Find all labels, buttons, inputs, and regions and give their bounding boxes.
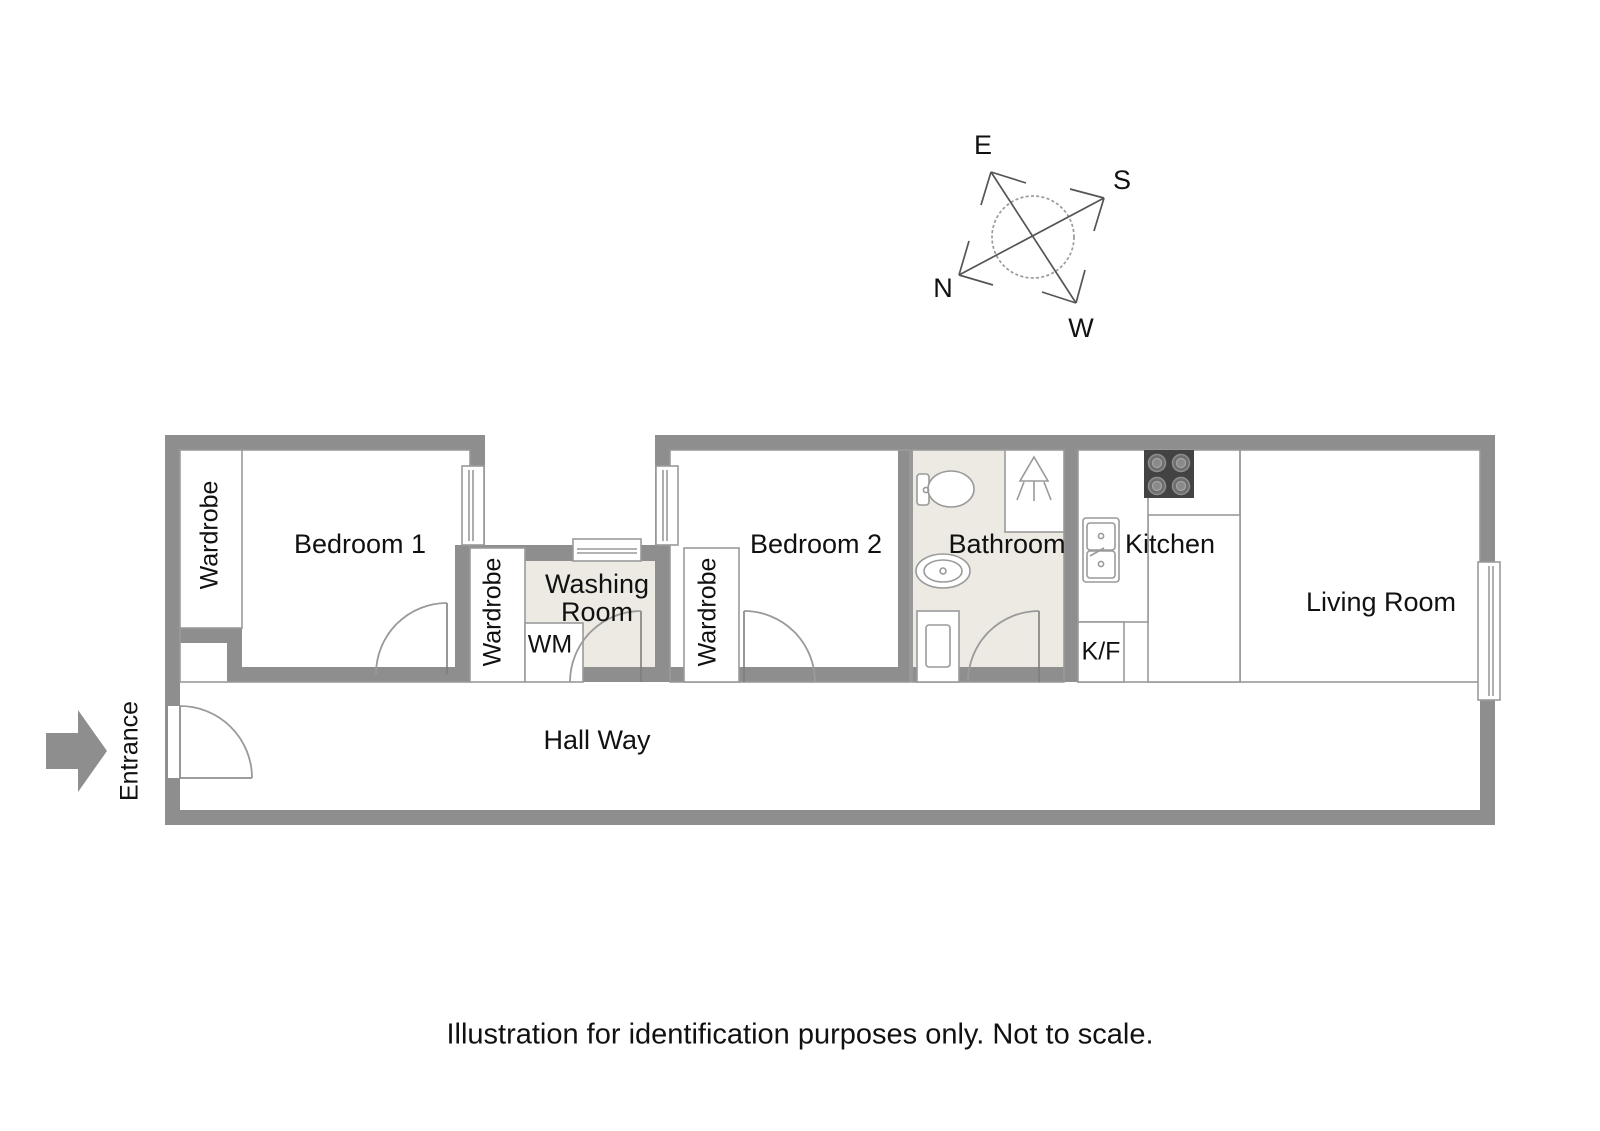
compass-barb-e-2 xyxy=(990,171,1027,184)
compass-circle xyxy=(991,195,1075,279)
room-label-washing-room-line1: Washing xyxy=(545,569,649,599)
bath-tub-icon xyxy=(916,610,960,683)
plan-caption: Illustration for identification purposes… xyxy=(446,1019,1153,1051)
living-room-floor xyxy=(1240,450,1480,682)
compass-label-s: S xyxy=(1113,165,1131,195)
fixture-label-wardrobe-bedroom-2: Wardrobe xyxy=(694,558,722,667)
compass-barb-e-1 xyxy=(980,171,992,206)
room-label-kitchen: Kitchen xyxy=(1125,529,1215,559)
cooker-hob-icon xyxy=(1144,450,1194,498)
fixture-label-kitchen-fridge: K/F xyxy=(1082,638,1121,666)
kitchen-fridge-box xyxy=(1077,621,1125,683)
entrance-arrow xyxy=(46,710,107,792)
compass-label-e: E xyxy=(974,130,992,160)
compass-barb-n-2 xyxy=(958,274,994,286)
wardrobe-washing-left-box xyxy=(469,547,526,683)
compass-rose: E S N W xyxy=(933,130,1131,343)
toilet-icon xyxy=(916,470,975,508)
compass-barb-s-1 xyxy=(1093,197,1105,232)
entrance-marker: Entrance xyxy=(46,701,144,801)
kitchen-sink-icon xyxy=(1082,517,1120,583)
room-label-bedroom-2: Bedroom 2 xyxy=(750,529,882,559)
fixture-label-washing-machine: WM xyxy=(528,631,572,659)
window-bedroom-2 xyxy=(655,465,679,546)
window-living-room xyxy=(1477,561,1501,701)
door-bedroom-2[interactable] xyxy=(743,610,816,683)
hall-way-floor xyxy=(180,682,1480,810)
compass-label-n: N xyxy=(933,273,953,303)
partition-bedroom1-washing xyxy=(455,545,470,682)
room-label-hall-way: Hall Way xyxy=(543,725,651,755)
door-bathroom[interactable] xyxy=(967,610,1040,683)
bathroom-outline xyxy=(911,449,1065,683)
shower-head-icon xyxy=(1016,455,1052,501)
apartment-outline: Bedroom 1 Washing Room Bedroom 2 Bathroo… xyxy=(165,435,1501,825)
washing-machine-box xyxy=(524,622,584,683)
kitchen-worktop-right xyxy=(1147,514,1241,683)
door-bedroom-1[interactable] xyxy=(375,602,448,675)
room-label-bedroom-1: Bedroom 1 xyxy=(294,529,426,559)
window-washing-room xyxy=(572,538,642,562)
hall-nook-floor xyxy=(180,643,227,682)
compass-barb-s-2 xyxy=(1069,188,1105,199)
compass-label-w: W xyxy=(1068,313,1094,343)
room-label-living-room: Living Room xyxy=(1306,587,1456,617)
fixture-label-wardrobe-washing-left: Wardrobe xyxy=(479,558,507,667)
compass-barb-w-1 xyxy=(1075,269,1086,304)
compass-barb-w-2 xyxy=(1041,291,1077,304)
wash-basin-icon xyxy=(915,553,971,589)
room-label-washing-room-line2: Room xyxy=(561,597,633,627)
window-bedroom-1 xyxy=(461,465,485,546)
bedroom-1-bottom-wall xyxy=(227,667,470,682)
fixture-label-wardrobe-bedroom-1: Wardrobe xyxy=(196,481,224,590)
partition-washing-bedroom2 xyxy=(655,545,670,682)
partition-bathroom-kitchen xyxy=(1064,450,1079,682)
room-label-bathroom: Bathroom xyxy=(948,529,1065,559)
door-entrance[interactable] xyxy=(168,705,253,779)
compass-barb-n-1 xyxy=(958,240,970,276)
bedroom-2-outline xyxy=(669,449,911,683)
compass-axis-ew xyxy=(990,171,1077,304)
entrance-label: Entrance xyxy=(116,701,144,801)
wardrobe-bedroom-2-box xyxy=(683,547,740,683)
door-washing-room[interactable] xyxy=(569,610,642,683)
compass-axis-ns xyxy=(958,197,1105,276)
wardrobe-bedroom-1-box xyxy=(179,449,243,629)
